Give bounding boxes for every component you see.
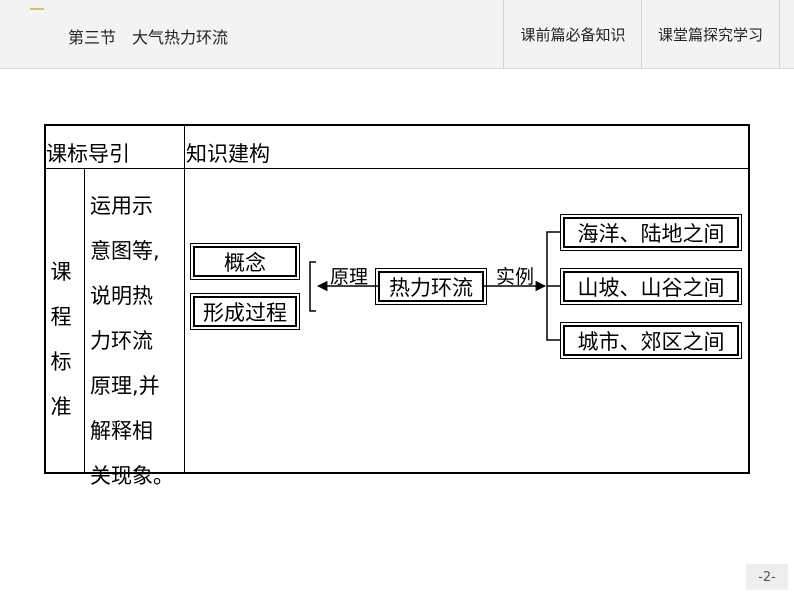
- node-concept: 概念: [190, 243, 300, 280]
- content-table: [44, 124, 750, 474]
- table-divider-header: [45, 168, 749, 169]
- header-knowledge-structure: 知识建构: [186, 142, 270, 166]
- left-bracket: [309, 261, 316, 312]
- node-formation-process: 形成过程: [190, 293, 300, 330]
- node-thermal-circulation: 热力环流: [375, 268, 487, 305]
- page-number: -2-: [746, 564, 788, 590]
- nav-tab-inclass[interactable]: 课堂篇探究学习: [641, 0, 780, 68]
- nav-tab-preclass[interactable]: 课前篇必备知识: [503, 0, 642, 68]
- accent-mark: [30, 8, 44, 10]
- node-slope-valley: 山坡、山谷之间: [560, 268, 742, 305]
- section-title: 第三节 大气热力环流: [68, 28, 229, 47]
- node-ocean-land: 海洋、陆地之间: [560, 214, 742, 251]
- slide-header: 第三节 大气热力环流 课前篇必备知识 课堂篇探究学习: [0, 0, 794, 69]
- curriculum-standard-text: 运用示 意图等, 说明热 力环流 原理,并 解释相 关现象。: [90, 194, 174, 488]
- table-divider-col: [184, 125, 185, 473]
- node-city-suburb: 城市、郊区之间: [560, 322, 742, 359]
- table-divider-subcol: [84, 168, 85, 473]
- edge-label-example: 实例: [496, 266, 535, 288]
- header-curriculum-guide: 课标导引: [46, 142, 130, 166]
- row-label-curriculum-standard: 课 程 标 准: [50, 260, 72, 419]
- edge-label-principle: 原理: [330, 266, 369, 288]
